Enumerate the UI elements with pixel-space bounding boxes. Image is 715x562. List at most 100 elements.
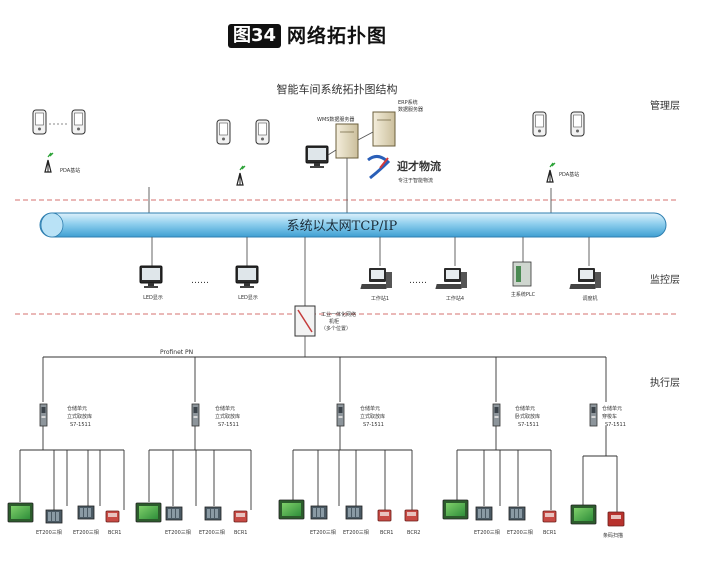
controller-1-line3: S7-1511: [70, 422, 91, 428]
plc-controller-icon: [39, 403, 48, 427]
ethernet-bus-label: 系统以太网TCP/IP: [287, 219, 398, 234]
et200-module-icon: [77, 505, 95, 520]
pda-group-left: PDA基站: [32, 109, 86, 174]
ethernet-bus: 系统以太网TCP/IP: [39, 212, 667, 238]
plc-controller-icon: [492, 403, 501, 427]
switch-label-3: （多个位置）: [321, 325, 351, 332]
field-5-device-label: 条码扫描: [603, 532, 623, 539]
pda-device-icon: [32, 109, 47, 135]
controller-3-line2: 立式取放库: [360, 413, 385, 420]
figure-number-badge: 图34: [228, 24, 282, 48]
controller-1: 仓储单元 立式取放库 S7-1511: [39, 403, 92, 428]
barcode-reader-icon: [105, 510, 120, 523]
wms-server-label: WMS数据服务器: [317, 116, 354, 123]
server-monitor-icon: [305, 145, 329, 169]
monitoring-connectors: [151, 237, 590, 306]
pda-device-icon: [570, 111, 585, 137]
field-group-2: ET200三相 ET200三相 BCR1: [135, 502, 248, 536]
plc-controller-icon: [336, 403, 345, 427]
company-logo: 迎才物流 专注于智能物流: [367, 155, 441, 184]
erp-server-label-2: 数据服务器: [398, 106, 423, 113]
figure-title: 网络拓扑图: [287, 25, 388, 47]
field-1-et200-label-2: ET200三相: [73, 529, 99, 536]
erp-server-label-1: ERP系统: [398, 99, 418, 106]
workstation-icon: [435, 268, 467, 289]
et200-module-icon: [508, 506, 526, 521]
field-1-bcr-label: BCR1: [108, 530, 122, 536]
figure-header: 图34 网络拓扑图: [0, 0, 715, 56]
profinet-bus: Profinet PN: [43, 349, 606, 358]
field-2-et200-label: ET200三相: [165, 529, 191, 536]
diagram-title: 智能车间系统拓扑图结构: [277, 82, 398, 96]
controller-5-line3: S7-1511: [605, 422, 626, 428]
management-connectors: [148, 158, 552, 213]
field-4-bcr-label: BCR1: [543, 530, 557, 536]
controller-4-line3: S7-1511: [518, 422, 539, 428]
pda-base-label-left: PDA基站: [60, 167, 80, 174]
led-display-icon: [139, 265, 163, 289]
switch-label-1: 工业一体化网络: [321, 311, 356, 318]
controller-3-line3: S7-1511: [363, 422, 384, 428]
pda-device-icon: [255, 119, 270, 145]
field-3-bcr2-label: BCR2: [407, 530, 421, 536]
field-group-3: ET200三相 ET200三相 BCR1 BCR2: [278, 499, 421, 536]
plc-label: 主系统PLC: [511, 291, 536, 298]
field-2-bcr-label: BCR1: [234, 530, 248, 536]
field-3-et200-label-2: ET200三相: [343, 529, 369, 536]
hmi-panel-icon: [7, 502, 34, 523]
field-buses: [19, 426, 618, 512]
controller-2-line1: 仓储单元: [215, 405, 235, 412]
et200-module-icon: [204, 506, 222, 521]
server-cluster: WMS数据服务器 ERP系统 数据服务器: [305, 99, 423, 169]
plc-controller-icon: [589, 403, 598, 427]
controller-4-line1: 仓储单元: [515, 405, 535, 412]
field-4-et200-label-2: ET200三相: [507, 529, 533, 536]
led-display-label-1: LED显示: [143, 295, 163, 301]
antenna-icon: [44, 152, 54, 173]
pda-device-icon: [216, 119, 231, 145]
wms-server-icon: [335, 123, 359, 159]
controller-5: 仓储单元 穿梭车 S7-1511: [589, 403, 626, 428]
controller-4-line2: 卧式取放库: [515, 413, 540, 420]
ellipsis-left: ……: [191, 276, 209, 286]
hmi-panel-icon: [442, 499, 469, 520]
barcode-reader-icon: [404, 509, 419, 522]
scanner-window-icon: [611, 515, 621, 519]
monitoring-devices: LED显示 …… LED显示 工作站1 …… 工作站4 主系统PLC 调度机: [139, 261, 601, 302]
controller-drop-lines: [42, 357, 607, 402]
barcode-reader-icon: [377, 509, 392, 522]
field-2-et200-label-2: ET200三相: [199, 529, 225, 536]
workstation-icon: [360, 268, 392, 289]
field-group-1: ET200三相 ET200三相 BCR1: [7, 502, 122, 536]
controller-1-line2: 立式取放库: [67, 413, 92, 420]
profinet-label: Profinet PN: [160, 349, 193, 356]
field-3-et200-label: ET200三相: [310, 529, 336, 536]
controller-5-line1: 仓储单元: [602, 405, 622, 412]
barcode-reader-icon: [542, 510, 557, 523]
et200-module-icon: [165, 506, 183, 521]
switch-label-2: 机柜: [329, 318, 339, 325]
ellipsis-right: ……: [409, 276, 427, 286]
controller-1-line1: 仓储单元: [67, 405, 87, 412]
barcode-reader-icon: [233, 510, 248, 523]
pda-device-icon: [71, 109, 86, 135]
logo-name: 迎才物流: [397, 159, 441, 173]
led-display-icon: [235, 265, 259, 289]
et200-module-icon: [475, 506, 493, 521]
controller-3: 仓储单元 立式取放库 S7-1511: [336, 403, 385, 428]
hmi-panel-icon: [570, 504, 597, 525]
dispatch-workstation-icon: [569, 268, 601, 289]
pda-group-center: [216, 119, 270, 186]
pda-base-label-right: PDA基站: [559, 171, 579, 178]
field-group-4: ET200三相 ET200三相 BCR1: [442, 499, 557, 536]
pda-group-right: PDA基站: [532, 111, 585, 183]
hmi-panel-icon: [278, 499, 305, 520]
dispatch-label: 调度机: [582, 295, 597, 302]
workstation-label-1: 工作站1: [371, 295, 389, 302]
controller-2: 仓储单元 立式取放库 S7-1511: [191, 403, 240, 428]
logo-tagline: 专注于智能物流: [398, 177, 433, 184]
controller-2-line2: 立式取放库: [215, 413, 240, 420]
field-4-et200-label: ET200三相: [474, 529, 500, 536]
pda-device-icon: [532, 111, 547, 137]
